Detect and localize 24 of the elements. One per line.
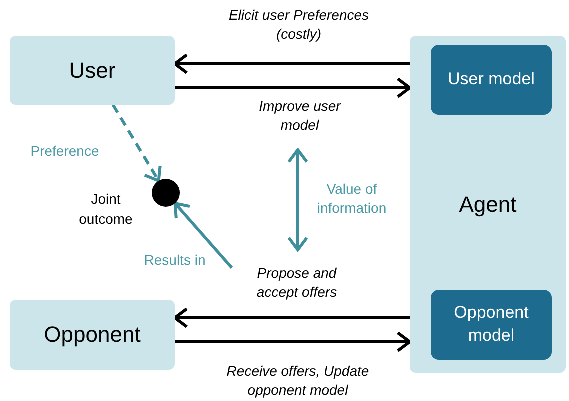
edge-label: Elicit user Preferences (costly) [228, 7, 370, 42]
edge-label: Results in [144, 252, 206, 268]
entity-box [431, 45, 552, 115]
arrow [174, 54, 410, 74]
entity-box [431, 290, 552, 360]
dashed-arrow [112, 104, 162, 182]
node-label: Opponent [43, 321, 142, 350]
arrow [175, 78, 412, 98]
edge-label: Propose and accept offers [256, 265, 338, 300]
annotation-text: Value of information [316, 180, 388, 218]
node-label: Agent [458, 191, 518, 219]
agent-panel [410, 36, 566, 373]
node-label: User [68, 56, 117, 85]
node-label: Opponent model [453, 302, 530, 347]
arrow [174, 202, 234, 269]
entity-box [10, 36, 175, 105]
arrow [175, 332, 412, 352]
node-label: User model [447, 68, 536, 91]
node-caption: Joint outcome [78, 190, 134, 229]
edge-label: Preference [30, 143, 100, 159]
edge-label: Receive offers, Update opponent model [226, 363, 370, 398]
entity-box [10, 300, 175, 370]
arrow [174, 308, 410, 328]
edge-label: Improve user model [259, 98, 341, 133]
